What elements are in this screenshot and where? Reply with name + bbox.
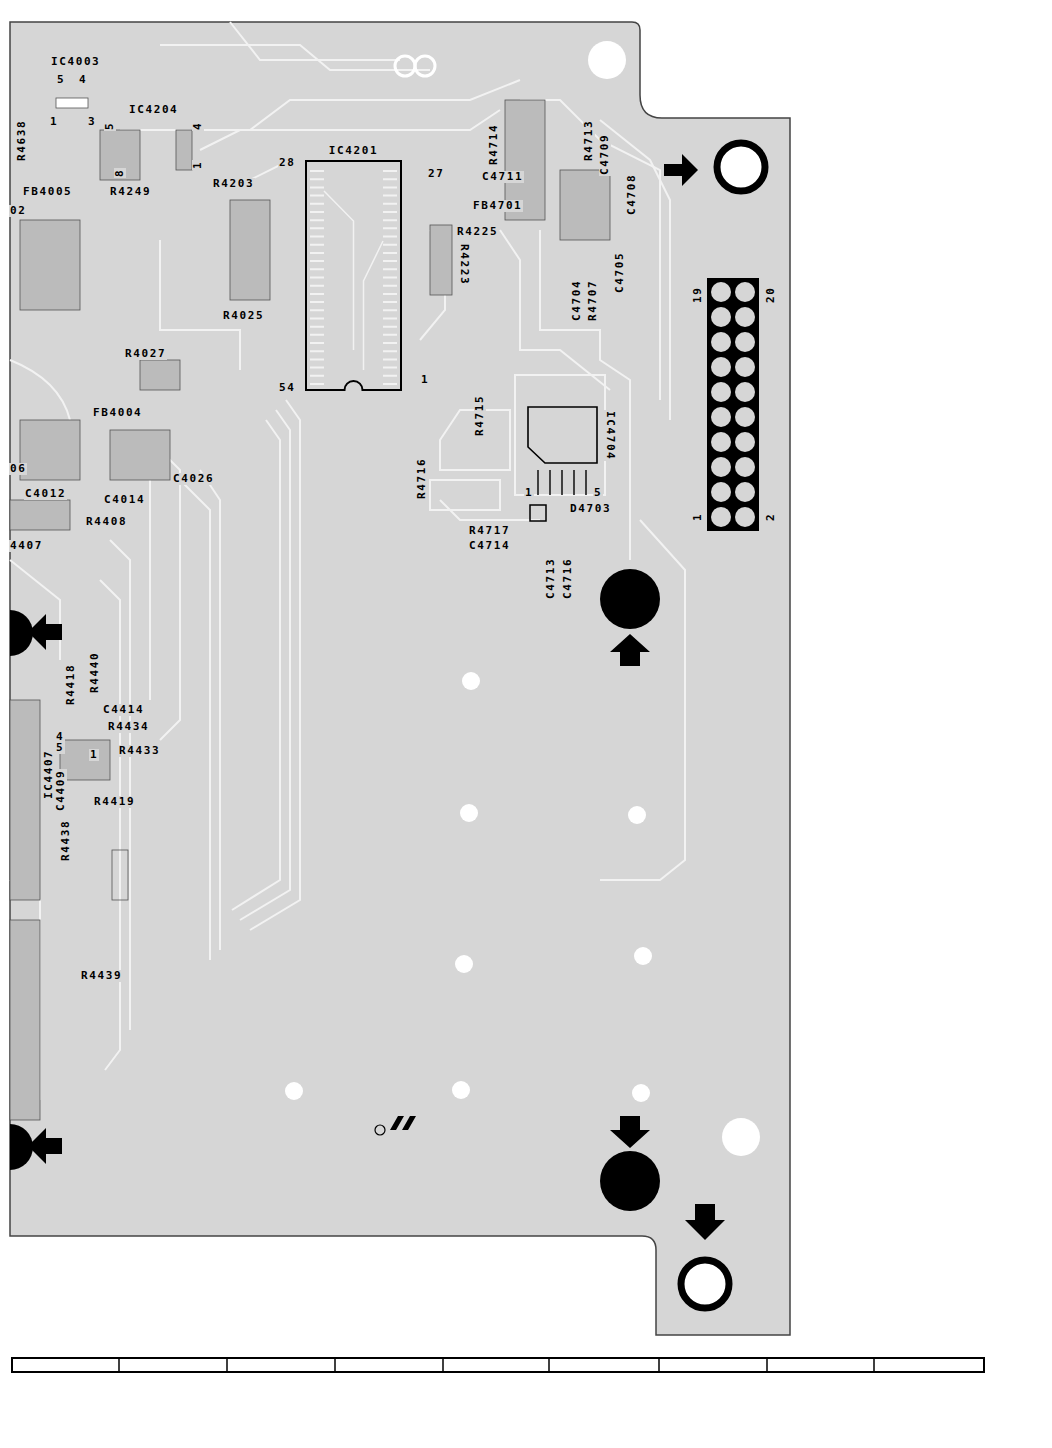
part-label: R4716 — [416, 457, 428, 500]
part-label: R4203 — [212, 178, 255, 190]
traces — [10, 22, 685, 1100]
part-label: IC4407 — [43, 749, 55, 800]
part-label: 5 — [104, 121, 116, 131]
connector-header — [707, 278, 759, 531]
part-label: C4704 — [571, 279, 583, 322]
part-label: 54 — [278, 382, 296, 394]
part-label: 1 — [420, 374, 430, 386]
part-label: 1 — [192, 160, 204, 170]
part-label: R4717 — [468, 525, 511, 537]
part-label: C4414 — [102, 704, 145, 716]
part-label: 4 — [192, 121, 204, 131]
part-label: R4438 — [60, 819, 72, 862]
part-label: 4407 — [9, 540, 44, 552]
part-label: R4433 — [118, 745, 161, 757]
part-label: C4705 — [614, 251, 626, 294]
part-label: C4014 — [103, 494, 146, 506]
part-label: R4408 — [85, 516, 128, 528]
part-label: C4713 — [545, 557, 557, 600]
part-label: 5 — [56, 74, 66, 86]
part-label: IC4003 — [50, 56, 101, 68]
part-label: 8 — [114, 168, 126, 178]
part-label: C4711 — [481, 171, 524, 183]
vias — [285, 56, 652, 1102]
part-label: R4419 — [93, 796, 136, 808]
part-label: FB4701 — [472, 200, 523, 212]
part-label: R4440 — [89, 651, 101, 694]
part-label: C4409 — [55, 769, 67, 812]
ic4704-land — [515, 375, 605, 495]
part-label: C4708 — [626, 173, 638, 216]
part-label: R4714 — [488, 123, 500, 166]
part-label: 28 — [278, 157, 296, 169]
part-label: R4638 — [16, 119, 28, 162]
scale-bar — [12, 1358, 984, 1372]
ic-name: IC4201 — [300, 144, 407, 158]
part-label: 1 — [89, 749, 99, 761]
part-label: 27 — [427, 168, 445, 180]
part-label: R4713 — [583, 119, 595, 162]
smd-pads — [10, 98, 610, 1120]
part-label: R4715 — [474, 394, 486, 437]
part-label: 02 — [9, 205, 27, 217]
ic4704-leads — [538, 470, 586, 495]
ul-mark — [375, 1116, 416, 1135]
part-label: C4709 — [599, 133, 611, 176]
part-label: D4703 — [569, 503, 612, 515]
part-label: C4026 — [172, 473, 215, 485]
mount-holes — [10, 41, 765, 1308]
part-label: R4225 — [456, 226, 499, 238]
part-label: 1 — [692, 512, 704, 522]
ic-package: IC4201 — [300, 144, 407, 392]
part-label: 06 — [9, 463, 27, 475]
part-label: R4223 — [458, 243, 470, 286]
part-label: C4716 — [562, 557, 574, 600]
part-label: C4714 — [468, 540, 511, 552]
part-label: 19 — [692, 286, 704, 304]
part-label: 3 — [87, 116, 97, 128]
part-label: 2 — [765, 512, 777, 522]
part-label: FB4004 — [92, 407, 143, 419]
part-label: R4418 — [65, 663, 77, 706]
ic4704-outline — [528, 407, 597, 463]
part-label: 20 — [765, 286, 777, 304]
part-label: R4434 — [107, 721, 150, 733]
board-outline — [10, 22, 790, 1335]
part-label: 5 — [55, 742, 65, 754]
part-label: 1 — [524, 487, 534, 499]
part-label: R4439 — [80, 970, 123, 982]
part-label: IC4704 — [604, 410, 616, 461]
part-label: FB4005 — [22, 186, 73, 198]
part-label: 4 — [78, 74, 88, 86]
ic-outline — [300, 144, 407, 392]
part-label: C4012 — [24, 488, 67, 500]
part-label: 5 — [593, 487, 603, 499]
part-label: R4025 — [222, 310, 265, 322]
pad-outline — [430, 410, 510, 510]
part-label: IC4204 — [128, 104, 179, 116]
part-label: R4707 — [587, 279, 599, 322]
part-label: R4249 — [109, 186, 152, 198]
part-label: 1 — [49, 116, 59, 128]
arrows — [28, 154, 725, 1240]
part-label: R4027 — [124, 348, 167, 360]
